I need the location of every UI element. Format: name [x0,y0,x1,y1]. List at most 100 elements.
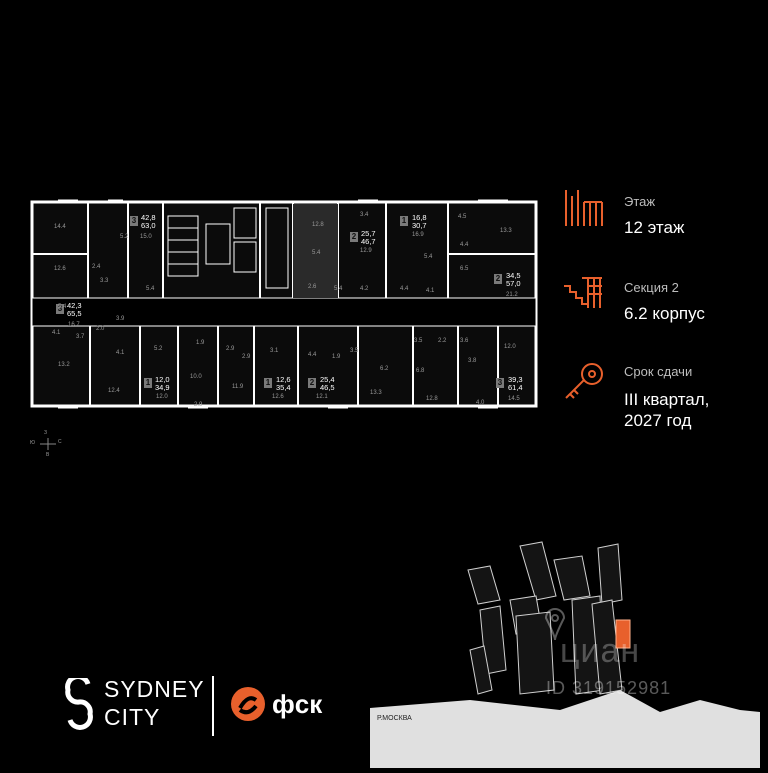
room-area: 5.2 [154,346,163,352]
room-area: 12.0 [504,344,516,350]
apt-rooms-tag: 2 [494,274,502,284]
room-area: 5.4 [424,254,433,260]
room-area: 3.3 [100,278,109,284]
apt-rooms-tag: 1 [144,378,152,388]
room-area: 4.5 [458,214,467,220]
room-area: 12.9 [360,248,372,254]
room-area: 3.6 [460,338,469,344]
room-area: 5.4 [58,304,67,310]
building-icon [565,190,603,226]
room-area: 6.2 [380,366,389,372]
compass-label: С [58,439,62,445]
room-area: 12.1 [316,394,328,400]
room-area: 2.2 [438,338,447,344]
room-area: 2.9 [242,354,251,360]
logo-divider [212,676,214,736]
room-area: 2.4 [92,264,101,270]
compass-arrows [40,438,56,450]
river-label: Р.МОСКВА [377,715,412,722]
room-area: 3.8 [468,358,477,364]
apt-rooms-tag: 1 [264,378,272,388]
watermark-logo: циан [560,632,641,670]
fsk-text: фск [272,689,323,719]
room-area: 4.1 [116,350,125,356]
room-area: 4.4 [400,286,409,292]
room-area: 5.2 [120,234,129,240]
room-area: 3.4 [360,212,369,218]
room-area: 2.0 [96,326,105,332]
room-area: 2.9 [226,346,235,352]
room-area: 12.6 [272,394,284,400]
room-area: 4.4 [460,242,469,248]
room-area: 1.9 [196,340,205,346]
compass-label: В [46,452,50,458]
section-value: 6.2 корпус [624,304,705,323]
compass-icon: З С В Ю [30,430,70,460]
room-area: 12.4 [108,388,120,394]
room-area: 6.5 [460,266,469,272]
sydney-city-logo: SYDNEY CITY [62,676,212,732]
map-pin-icon [544,608,566,641]
key-icon [565,363,603,399]
room-area: 13.3 [370,390,382,396]
room-area: 6.8 [416,368,425,374]
room-area: 14.5 [508,396,520,402]
section-label: Секция 2 [624,280,679,295]
apt-rooms-tag: 3 [130,216,138,226]
room-area: 13.2 [58,362,70,368]
fsk-logo-icon [231,687,265,721]
room-area: 10.0 [190,374,202,380]
watermark-id: ID 319152981 [546,678,672,698]
minimap-drawing [370,541,760,768]
room-area: 5.4 [334,286,343,292]
room-area: 12.6 [54,266,66,272]
sydney-text: SYDNEY [104,676,205,702]
compass-label: Ю [30,440,36,446]
room-area: 12.8 [426,396,438,402]
room-area: 3.1 [270,348,279,354]
room-area: 15.0 [140,234,152,240]
apt-rooms-tag: 3 [56,304,64,314]
deadline-line2: 2027 год [624,411,692,430]
fsk-logo: фск [230,686,350,726]
apt-rooms-tag: 3 [496,378,504,388]
room-area: 3.7 [76,334,85,340]
room-area: 16.9 [412,232,424,238]
room-area: 4.4 [308,352,317,358]
room-area: 5.4 [312,250,321,256]
room-area: 2.9 [194,402,203,408]
floor-label: Этаж [624,194,656,209]
room-area: 1.9 [332,354,341,360]
compass-label: З [44,430,48,436]
room-area: 2.6 [308,284,317,290]
room-area: 13.3 [500,228,512,234]
sydney-logo-icon [65,678,93,730]
room-area: 12.8 [312,222,324,228]
room-area: 3.5 [414,338,423,344]
room-area: 4.1 [52,330,61,336]
room-area: 4.0 [476,400,485,406]
room-area: 3.9 [116,316,125,322]
room-area: 11.9 [232,384,244,390]
room-area: 5.4 [146,286,155,292]
room-area: 4.1 [426,288,435,294]
floor-plan-drawing [30,199,538,409]
deadline-line1: III квартал, [624,390,710,409]
section-icon [564,277,602,308]
room-area: 12.0 [156,394,168,400]
apt-rooms-tag: 2 [350,232,358,242]
site-minimap [360,540,768,768]
room-area: 4.2 [360,286,369,292]
room-area: 14.4 [54,224,66,230]
apt-rooms-tag: 1 [400,216,408,226]
